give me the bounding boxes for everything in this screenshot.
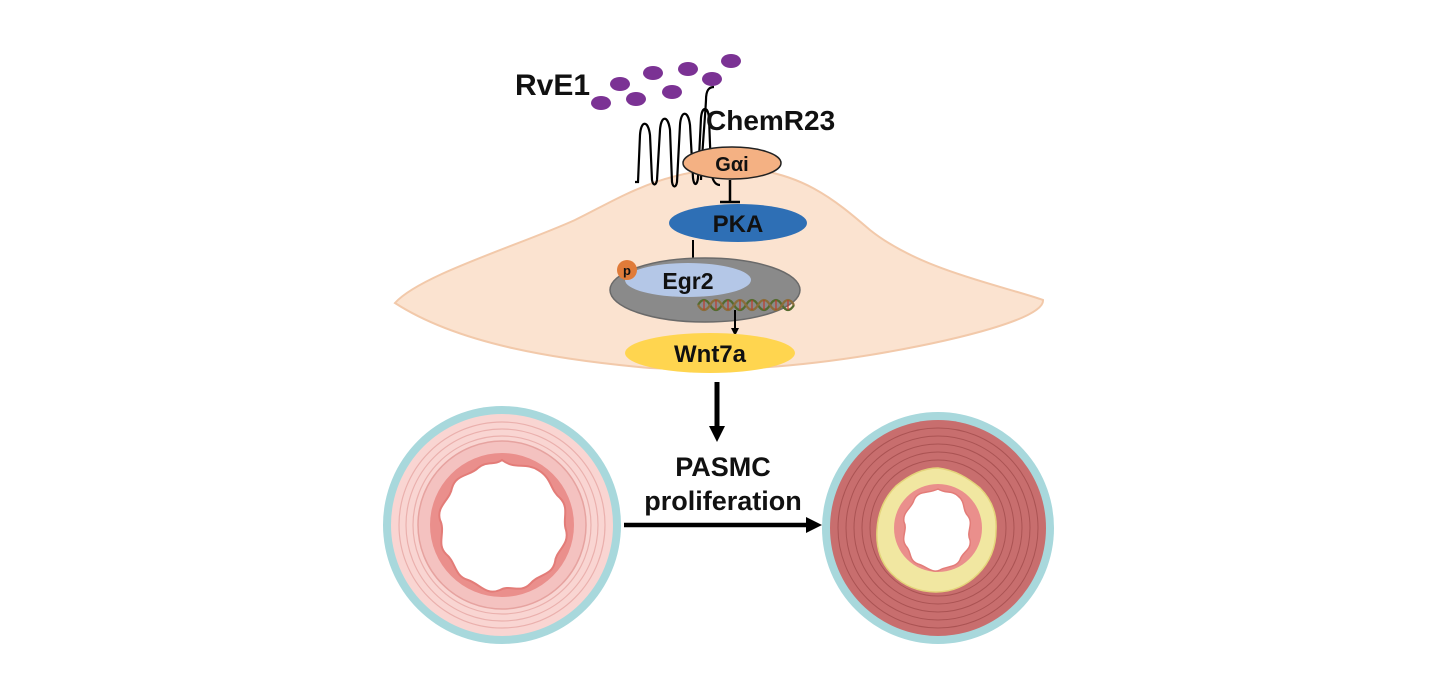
phospho-label: p <box>623 263 631 278</box>
kinase-node <box>669 204 807 242</box>
ligand-label: RvE1 <box>515 69 590 102</box>
target-gene-node <box>625 333 795 373</box>
dna-helix-icon <box>697 298 795 312</box>
kinase-label: PKA <box>713 211 764 238</box>
g-protein-node <box>682 146 782 180</box>
transcription-factor-node <box>625 263 751 297</box>
outcome-label-line1: PASMC <box>675 452 771 482</box>
remodeled-artery-cross-section <box>822 412 1054 644</box>
target-gene-label: Wnt7a <box>674 341 747 368</box>
g-protein-label: Gαi <box>715 154 748 176</box>
outcome-label-line2: proliferation <box>644 486 802 516</box>
receptor-label: ChemR23 <box>706 105 835 136</box>
transcription-factor-label: Egr2 <box>662 268 713 294</box>
normal-artery-cross-section <box>383 406 621 644</box>
phospho-icon <box>617 260 637 280</box>
inhibition-icon <box>720 180 740 204</box>
ligand-dots <box>591 54 741 110</box>
